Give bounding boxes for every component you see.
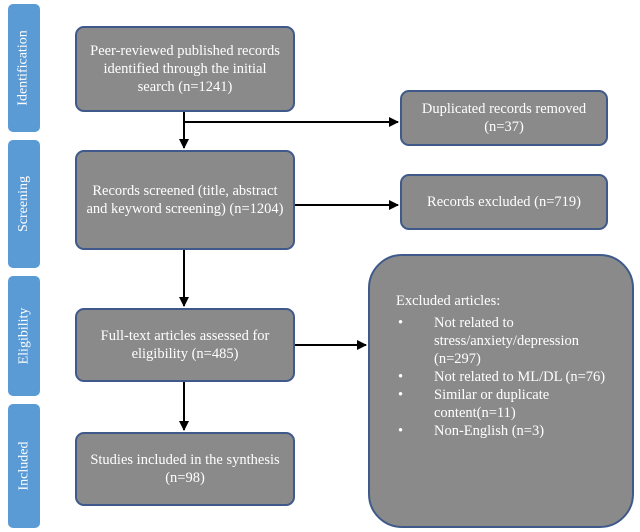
excluded-reason: Not related to ML/DL (n=76) xyxy=(434,369,606,385)
box-records-excluded-text: Records excluded (n=719) xyxy=(427,194,581,210)
stage-screening: Screening xyxy=(8,140,40,268)
bullet-icon: • xyxy=(398,369,404,385)
box-fulltext-assessed: Full-text articles assessed for eligibil… xyxy=(75,308,295,382)
excluded-reason: Similar or duplicate content(n=11) xyxy=(434,387,550,421)
box-studies-included-text: Studies included in the synthesis (n=98) xyxy=(90,452,280,486)
bullet-icon: • xyxy=(398,387,404,403)
list-item: • Similar or duplicate content(n=11) xyxy=(396,386,612,422)
list-item: • Non-English (n=3) xyxy=(396,422,612,440)
bullet-icon: • xyxy=(398,423,404,439)
box-fulltext-assessed-text: Full-text articles assessed for eligibil… xyxy=(100,328,270,362)
bullet-icon: • xyxy=(398,315,404,331)
box-excluded-articles: Excluded articles: • Not related to stres… xyxy=(368,254,634,528)
list-item: • Not related to ML/DL (n=76) xyxy=(396,368,612,386)
stage-eligibility: Eligibility xyxy=(8,276,40,396)
excluded-articles-title: Excluded articles: xyxy=(396,293,501,309)
box-records-excluded: Records excluded (n=719) xyxy=(400,174,608,230)
excluded-reason: Not related to stress/anxiety/depression… xyxy=(434,315,579,367)
list-item: • Not related to stress/anxiety/depressio… xyxy=(396,314,612,368)
box-records-identified: Peer-reviewed published records identifi… xyxy=(75,26,295,112)
box-records-screened: Records screened (title, abstract and ke… xyxy=(75,150,295,250)
box-records-screened-text: Records screened (title, abstract and ke… xyxy=(86,183,284,217)
box-duplicates-removed-text: Duplicated records removed (n=37) xyxy=(421,101,587,135)
box-studies-included: Studies included in the synthesis (n=98) xyxy=(75,432,295,506)
box-duplicates-removed: Duplicated records removed (n=37) xyxy=(400,90,608,146)
box-records-identified-text: Peer-reviewed published records identifi… xyxy=(90,43,280,95)
stage-included: Included xyxy=(8,404,40,528)
excluded-reason: Non-English (n=3) xyxy=(434,423,545,439)
stage-identification: Identification xyxy=(8,4,40,132)
excluded-articles-list: • Not related to stress/anxiety/depressio… xyxy=(396,314,612,440)
